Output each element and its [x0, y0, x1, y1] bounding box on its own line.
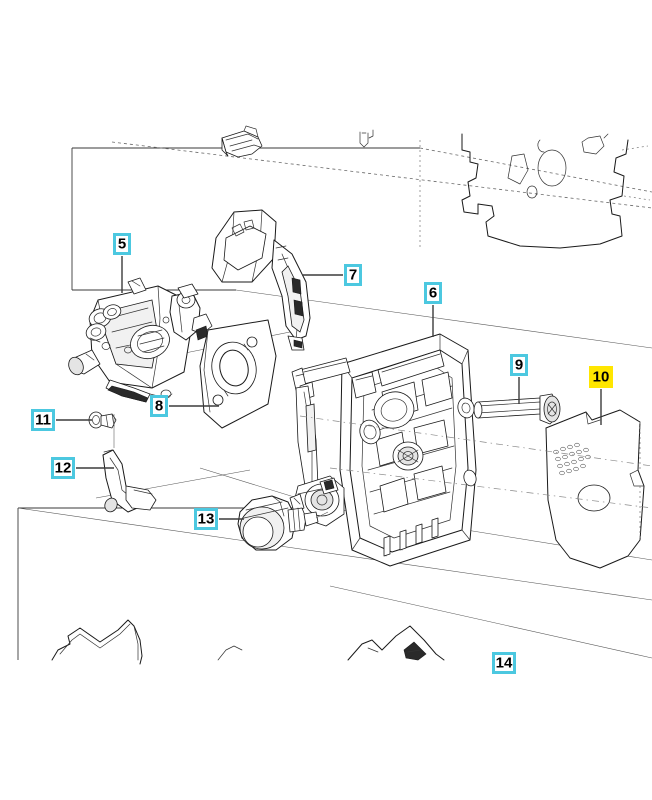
callout-badge-6[interactable]: 6: [424, 282, 442, 304]
callout-label-8: 8: [154, 397, 164, 414]
part-intake-duct-bracket: [211, 209, 311, 351]
part-lower-mid-clipped: [217, 645, 243, 661]
callout-badge-10[interactable]: 10: [589, 366, 613, 388]
callout-label-14: 14: [495, 654, 513, 671]
callout-label-6: 6: [428, 284, 438, 301]
callout-leader-lines: [56, 256, 602, 520]
callout-label-9: 9: [514, 356, 524, 373]
part-air-filter-cover: [545, 409, 645, 569]
callout-label-10: 10: [592, 368, 610, 385]
callout-badge-11[interactable]: 11: [31, 409, 55, 431]
callout-label-7: 7: [348, 266, 358, 283]
callout-badge-14[interactable]: 14: [492, 652, 516, 674]
part-lower-right-clipped: [347, 625, 445, 661]
callout-badge-5[interactable]: 5: [113, 233, 131, 255]
callout-label-13: 13: [197, 510, 215, 527]
callout-badge-12[interactable]: 12: [51, 457, 75, 479]
callout-badge-8[interactable]: 8: [150, 395, 168, 417]
part-air-filter-housing: [289, 333, 477, 567]
callout-badge-7[interactable]: 7: [344, 264, 362, 286]
callout-badge-13[interactable]: 13: [194, 508, 218, 530]
cover-texture: [553, 442, 591, 476]
callout-label-5: 5: [117, 235, 127, 252]
part-long-screw: [473, 393, 561, 425]
part-primer-bulb: [237, 477, 339, 551]
part-clamp-ring: [88, 411, 117, 429]
part-fuel-hose: [102, 414, 157, 513]
part-intake-gasket: [199, 319, 277, 429]
callout-label-11: 11: [35, 411, 51, 428]
callout-label-12: 12: [54, 459, 72, 476]
callout-badge-9[interactable]: 9: [510, 354, 528, 376]
clipped-part-top-left: [221, 125, 263, 158]
clipped-part-top-right: [461, 133, 651, 249]
part-carburettor: [68, 277, 213, 403]
part-lower-cover-clipped: [51, 619, 143, 665]
alignment-axes: [299, 415, 652, 509]
clipped-part-top-mid: [359, 129, 374, 148]
